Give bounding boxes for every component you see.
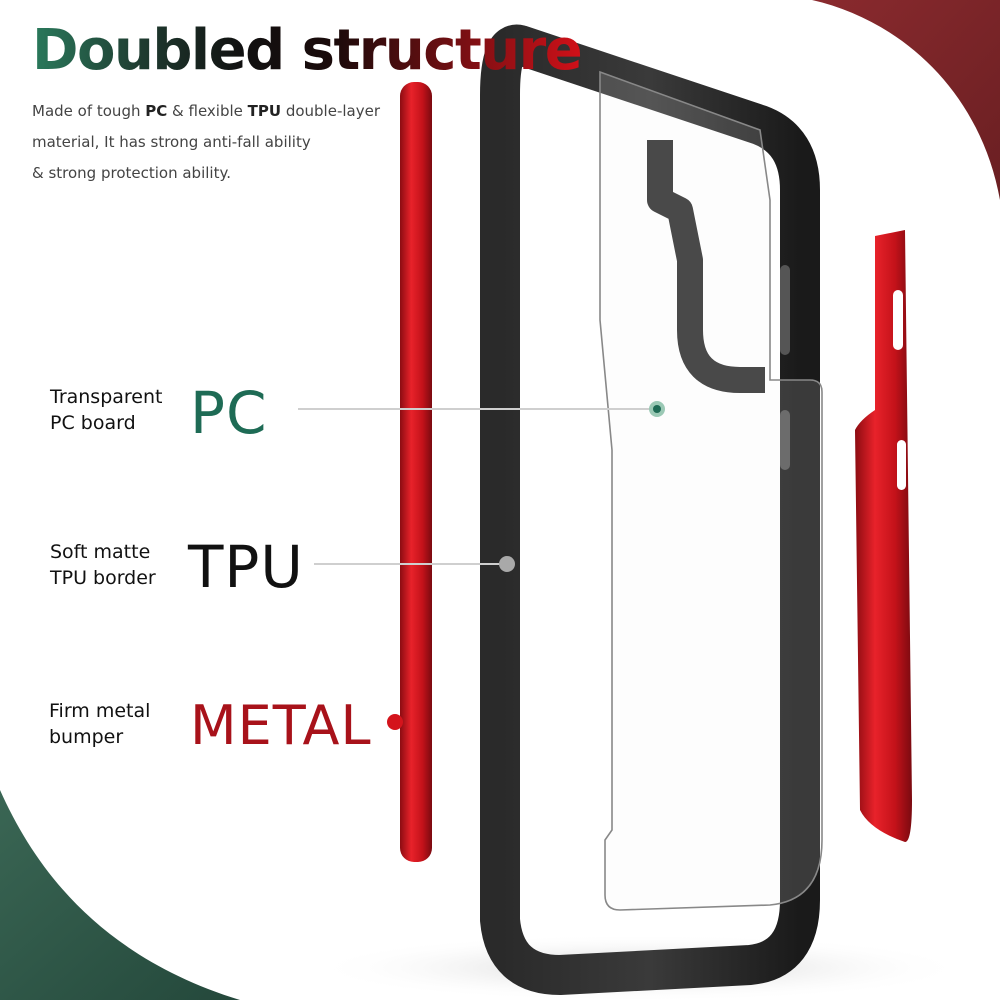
top-right-red-swoosh xyxy=(812,0,1000,200)
callout-pc-line1: Transparent xyxy=(50,386,163,408)
desc-bold-tpu: TPU xyxy=(247,102,282,120)
tpu-border-frame xyxy=(480,24,820,995)
callout-pc-label: Transparent PC board xyxy=(50,384,163,436)
left-metal-bumper xyxy=(400,82,432,862)
desc-text: double-layer xyxy=(281,102,380,120)
callout-pc-line2: PC board xyxy=(50,412,136,434)
pc-board-outline xyxy=(599,70,823,911)
description-line-3: & strong protection ability. xyxy=(32,164,231,182)
right-metal-bumper xyxy=(855,230,912,842)
callout-tpu-line2: TPU border xyxy=(50,567,156,589)
callout-leaders xyxy=(298,401,665,730)
callout-metal-line1: Firm metal xyxy=(49,700,151,722)
callout-tpu-big: TPU xyxy=(188,533,304,601)
callout-pc-big: PC xyxy=(190,379,268,447)
callout-metal-label: Firm metal bumper xyxy=(49,698,150,750)
callout-tpu-label: Soft matte TPU border xyxy=(50,539,156,591)
bottom-left-green-swoosh xyxy=(0,790,240,1000)
tpu-indicator-dot xyxy=(499,556,515,572)
page-title: Doubled structure xyxy=(32,18,583,83)
desc-text: & flexible xyxy=(167,102,248,120)
callout-metal-big: METAL xyxy=(190,694,372,757)
callout-tpu-line1: Soft matte xyxy=(50,541,151,563)
description-line-1: Made of tough PC & flexible TPU double-l… xyxy=(32,96,412,127)
description-line-2: material, It has strong anti-fall abilit… xyxy=(32,133,311,151)
metal-indicator-dot xyxy=(387,714,403,730)
desc-bold-pc: PC xyxy=(145,102,168,120)
desc-text: Made of tough xyxy=(32,102,146,120)
description: Made of tough PC & flexible TPU double-l… xyxy=(32,96,412,189)
callout-metal-line2: bumper xyxy=(49,726,124,748)
